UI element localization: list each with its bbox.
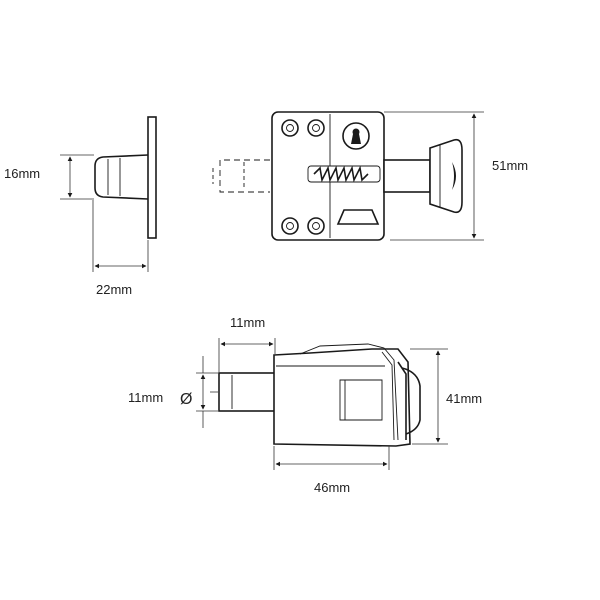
bolt-stem — [383, 159, 431, 193]
bolt-knob-grip — [452, 162, 456, 190]
side-body-edge — [397, 361, 407, 440]
diameter-label: 11mm — [128, 390, 163, 405]
side-knob — [401, 367, 421, 435]
screw-hole-icon — [307, 119, 325, 137]
side-height-label: 41mm — [446, 391, 482, 406]
diameter-symbol: Ø — [180, 391, 192, 408]
side-body-cover — [299, 343, 399, 441]
side-body-cover-inner — [381, 351, 395, 441]
keep-height-label: 16mm — [4, 166, 40, 181]
lock-side-view: 11mm 11mm Ø 41mm 46mm — [128, 315, 482, 495]
throw-label: 11mm — [230, 315, 265, 330]
side-inner-slot — [339, 379, 383, 421]
keep-plate — [147, 116, 157, 239]
screw-hole-icon — [281, 119, 299, 137]
spring-coil — [313, 165, 369, 183]
slider-window — [336, 209, 380, 225]
side-body — [273, 348, 411, 447]
strike-keep-view: 16mm 22mm — [4, 116, 157, 297]
extended-bolt-dashed — [219, 159, 270, 193]
screw-hole-icon — [281, 217, 299, 235]
body-height-label: 51mm — [492, 158, 528, 173]
keep-receiver — [94, 154, 149, 200]
side-length-label: 46mm — [314, 480, 350, 495]
keep-depth-label: 22mm — [96, 282, 132, 297]
side-bolt — [218, 372, 277, 412]
bolt-knob — [429, 138, 463, 214]
keyhole-icon — [342, 122, 370, 150]
screw-hole-icon — [307, 217, 325, 235]
lock-front-view: 51mm — [212, 111, 528, 241]
